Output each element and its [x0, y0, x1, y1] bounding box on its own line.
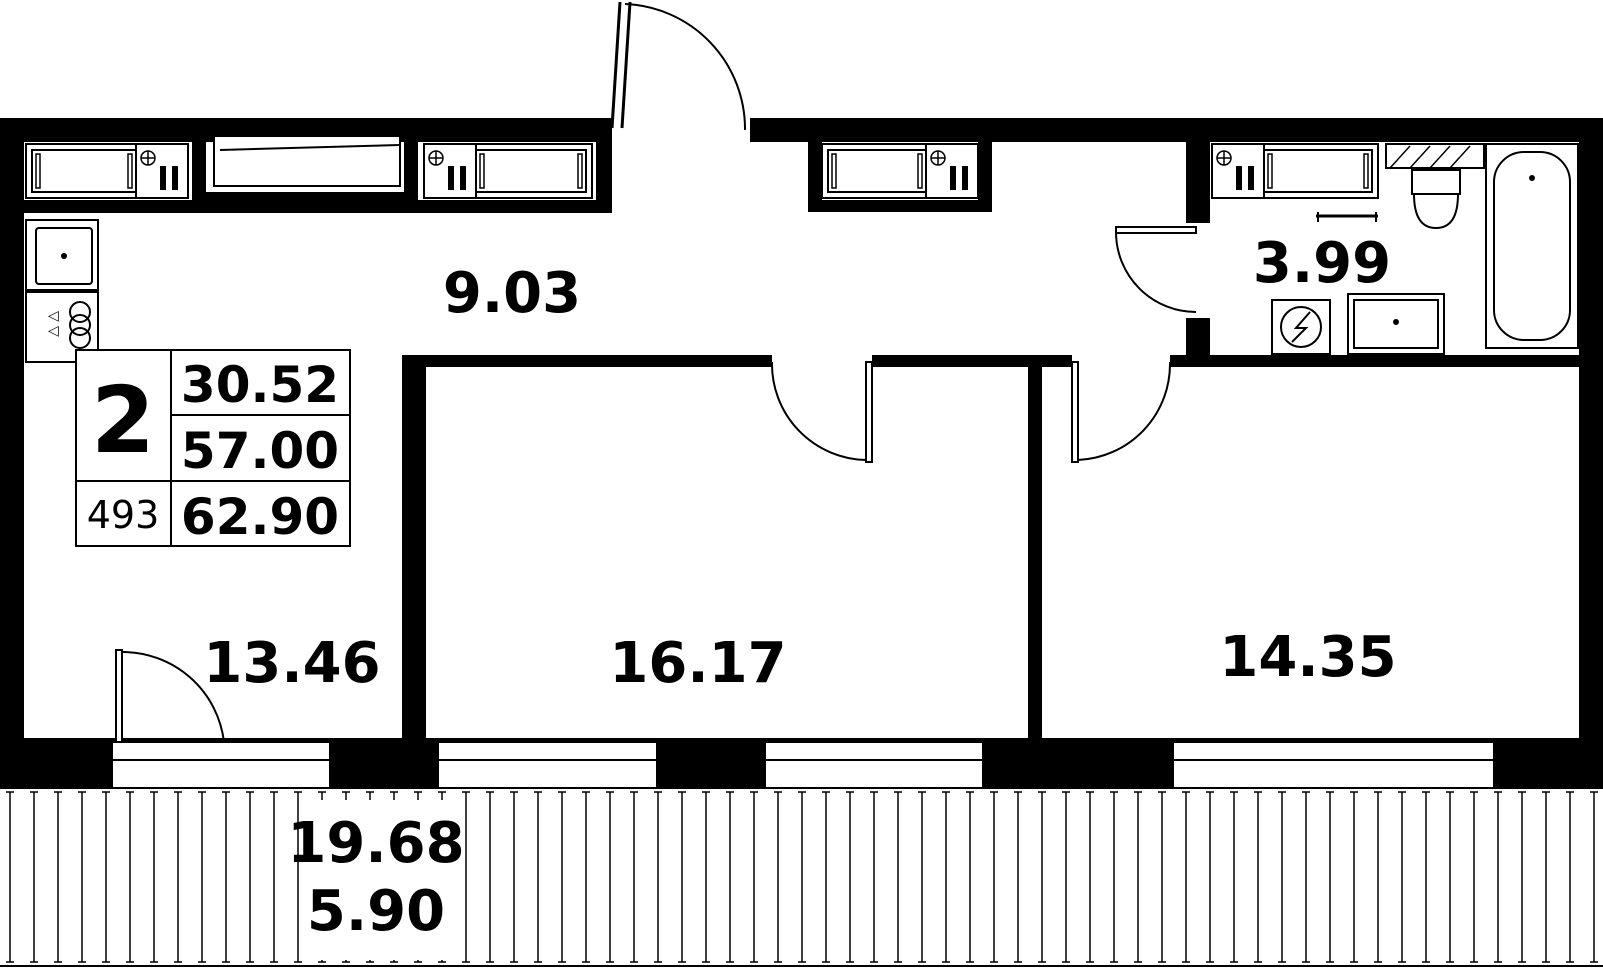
radiator-unit — [25, 143, 189, 199]
svg-text:◁: ◁ — [48, 323, 59, 339]
kitchen-fixtures: ◁ ◁ — [25, 219, 99, 363]
radiator-unit — [821, 143, 979, 199]
bathroom-area: 3.99 — [1253, 231, 1391, 296]
summary-table: 2 30.52 57.00 493 62.90 — [75, 349, 351, 547]
radiator-unit — [1211, 143, 1379, 199]
bathroom-fixtures — [1271, 143, 1579, 355]
rooms-count: 2 — [91, 367, 155, 474]
windows — [111, 135, 1495, 789]
total-with-loggia: 62.90 — [181, 488, 339, 546]
radiators — [25, 143, 1379, 199]
loggia — [0, 787, 1603, 974]
kitchen-living-area: 13.46 — [203, 631, 380, 696]
total-area: 57.00 — [181, 422, 339, 480]
svg-text:◁: ◁ — [48, 308, 59, 324]
bedroom1-area: 16.17 — [609, 631, 786, 696]
living-area: 30.52 — [181, 356, 339, 414]
bedroom2-area: 14.35 — [1219, 625, 1396, 690]
loggia-reduced-area: 5.90 — [307, 879, 445, 944]
radiator-unit — [423, 143, 593, 199]
loggia-area: 19.68 — [287, 811, 464, 876]
walls — [0, 118, 1603, 788]
hallway-area: 9.03 — [443, 261, 581, 326]
doors — [115, 1, 1197, 743]
apartment-number: 493 — [87, 493, 160, 537]
